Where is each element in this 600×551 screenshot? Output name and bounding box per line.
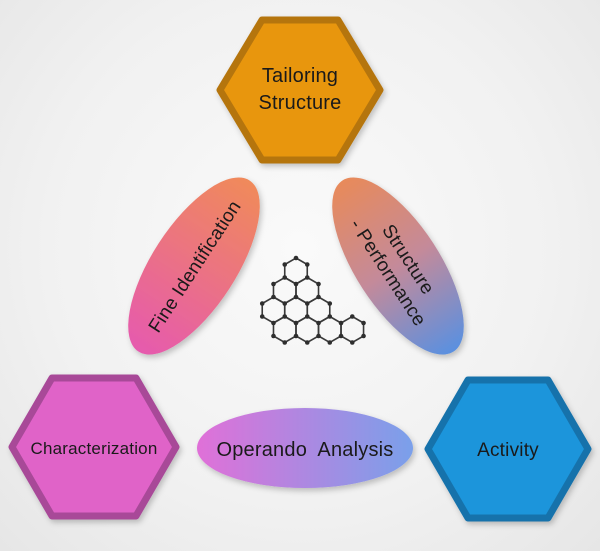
tailoring-label-line1: Tailoring (262, 65, 338, 87)
characterization-label: Characterization (31, 439, 158, 458)
lattice-atom (361, 333, 366, 339)
lattice-atom (271, 320, 276, 326)
lattice-atom (293, 333, 299, 339)
lattice-ring (295, 315, 320, 344)
lattice-ring (317, 315, 342, 344)
lattice-atom (316, 320, 321, 326)
lattice-atom (327, 301, 333, 306)
lattice-atom (293, 281, 299, 287)
lattice-atom (304, 340, 310, 345)
tailoring-label-line2: Structure (259, 92, 342, 114)
structure-performance-link (332, 177, 464, 355)
lattice-atom (282, 301, 288, 306)
operando-analysis-link (197, 408, 413, 488)
lattice-atom (304, 314, 310, 319)
lattice-atom (271, 294, 276, 300)
lattice-ring (272, 315, 297, 344)
lattice-atom (327, 314, 333, 319)
lattice-atom (293, 320, 299, 326)
lattice-atom (349, 314, 355, 319)
lattice-atom (271, 333, 276, 339)
lattice-atom (282, 340, 288, 345)
lattice-atom (282, 275, 288, 280)
lattice-atom (259, 301, 265, 306)
lattice-atom (338, 333, 344, 339)
lattice-atom (327, 340, 333, 345)
lattice-atom (361, 320, 366, 326)
lattice-ring (340, 315, 365, 344)
lattice-atom (316, 294, 321, 300)
characterization-node (8, 374, 180, 520)
lattice-atom (259, 314, 265, 319)
operando-analysis-label: Operando Analysis (216, 439, 393, 461)
lattice-atom (316, 281, 321, 287)
fine-identification-link (128, 177, 260, 355)
lattice-atom (349, 340, 355, 345)
lattice-atom (316, 333, 321, 339)
molecular-structure-icon (259, 255, 366, 345)
lattice-atom (282, 262, 288, 267)
lattice-atom (304, 301, 310, 306)
lattice-atom (293, 255, 299, 261)
lattice-atom (282, 314, 288, 319)
activity-label: Activity (477, 440, 539, 461)
lattice-atom (293, 294, 299, 300)
lattice-atom (304, 275, 310, 280)
activity-node (424, 376, 592, 522)
lattice-atom (304, 262, 310, 267)
lattice-atom (338, 320, 344, 326)
lattice-atom (271, 281, 276, 287)
tailoring-structure-node (216, 16, 384, 164)
